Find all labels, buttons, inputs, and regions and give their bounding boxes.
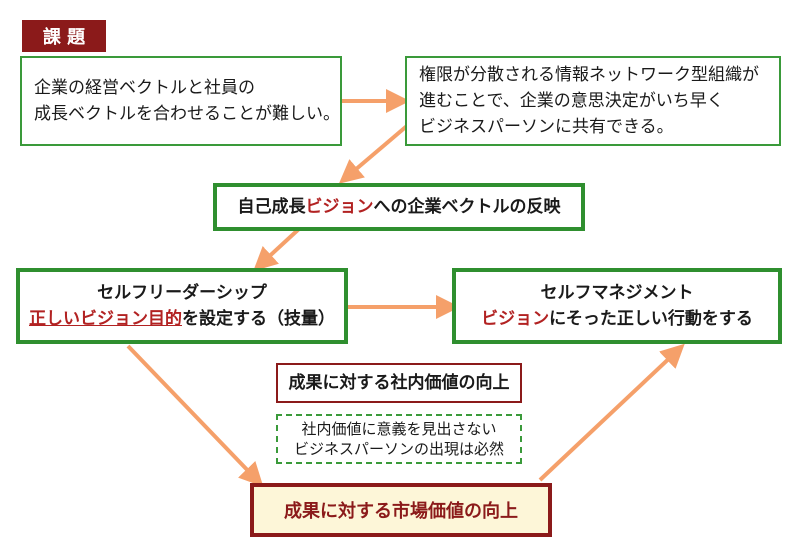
internal-value-box: 成果に対する社内価値の向上 (276, 363, 522, 403)
self-leadership-box: セルフリーダーシップ 正しいビジョン目的を設定する（技量） (16, 268, 348, 344)
self-management-title: セルフマネジメント (540, 283, 694, 303)
problem-right-line1: 権限が分散される情報ネットワーク型組織が (419, 65, 759, 85)
self-leadership-title: セルフリーダーシップ (97, 283, 267, 303)
arrow-leadership-to-market (126, 344, 264, 487)
arrow-reflect-to-leadership (253, 226, 302, 272)
internal-value-text: 成果に対する社内価値の向上 (288, 373, 510, 393)
problem-left-box: 企業の経営ベクトルと社員の 成長ベクトルを合わせることが難しい。 (20, 56, 342, 146)
problem-left-line2: 成長ベクトルを合わせることが難しい。 (34, 104, 340, 124)
self-leadership-desc: 正しいビジョン目的を設定する（技量） (29, 309, 335, 329)
problem-left-line1: 企業の経営ベクトルと社員の (34, 78, 255, 98)
market-value-box: 成果に対する市場価値の向上 (250, 483, 552, 537)
note-line1: 社内価値に意義を見出さない (301, 420, 497, 438)
reflect-text: 自己成長ビジョンへの企業ベクトルの反映 (237, 197, 561, 217)
self-management-desc: ビジョンにそった正しい行動をする (481, 309, 753, 329)
note-box: 社内価値に意義を見出さない ビジネスパーソンの出現は必然 (276, 414, 522, 464)
market-value-text: 成果に対する市場価値の向上 (284, 501, 518, 522)
arrow-market-to-management (538, 343, 685, 482)
self-management-box: セルフマネジメント ビジョンにそった正しい行動をする (452, 268, 782, 344)
problem-right-line2: 進むことで、企業の意思決定がいち早く (419, 91, 724, 111)
arrow-problem-right-to-reflect (338, 123, 410, 184)
note-line2: ビジネスパーソンの出現は必然 (293, 440, 504, 458)
problem-right-line3: ビジネスパーソンに共有できる。 (419, 117, 674, 137)
reflect-box: 自己成長ビジョンへの企業ベクトルの反映 (213, 183, 585, 231)
issue-tag: 課 題 (22, 20, 106, 52)
problem-right-box: 権限が分散される情報ネットワーク型組織が 進むことで、企業の意思決定がいち早く … (405, 56, 781, 146)
